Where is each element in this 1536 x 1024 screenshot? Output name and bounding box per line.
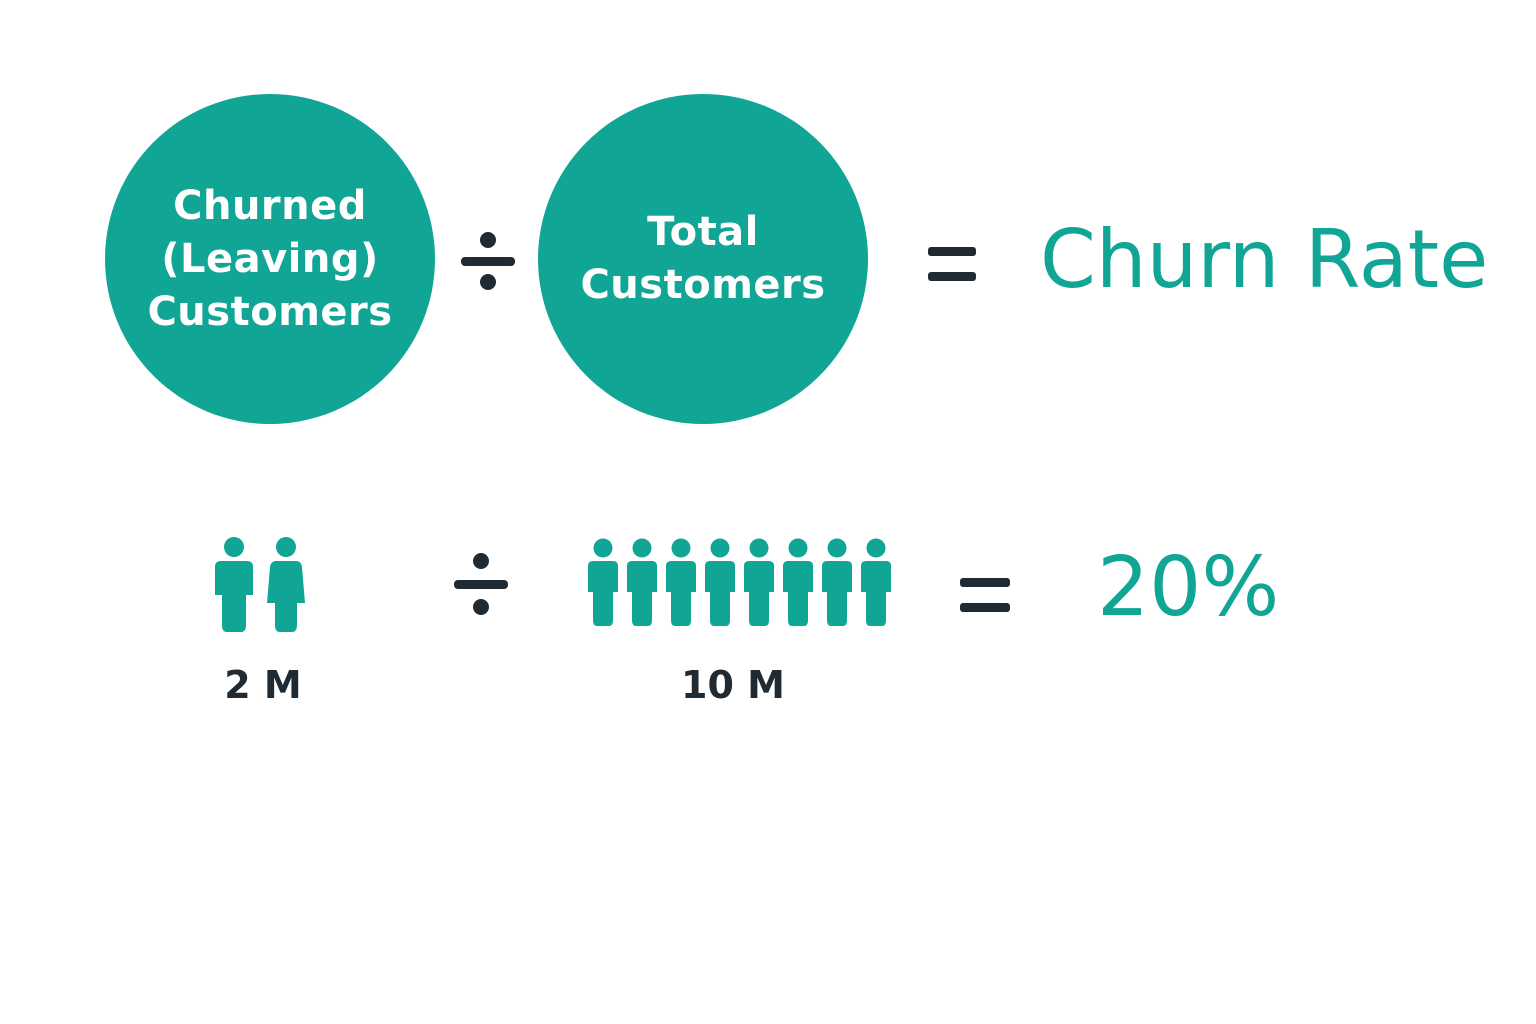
person-icon [666,538,696,626]
person-icon [744,538,774,626]
person-icon [705,538,735,626]
churned-customers-label: Churned (Leaving) Customers [147,182,393,335]
churned-count: 2 M [224,663,302,707]
churned-customers-circle: Churned (Leaving) Customers [105,94,435,424]
total-count: 10 M [681,663,785,707]
churned-people-group [215,537,305,633]
person-icon [861,538,891,626]
equals-icon [960,578,1010,612]
person-icon [588,538,618,626]
person-icon [215,537,253,633]
person-female-icon [267,537,305,633]
divide-icon [454,552,508,616]
divide-icon [461,231,515,291]
person-icon [627,538,657,626]
total-customers-circle: Total Customers [538,94,868,424]
total-people-group [588,538,891,626]
total-customers-label: Total Customers [580,209,826,308]
churn-rate-value: 20% [1097,540,1280,635]
churn-rate-title: Churn Rate [1040,213,1489,306]
equals-icon [928,247,976,281]
person-icon [783,538,813,626]
person-icon [822,538,852,626]
